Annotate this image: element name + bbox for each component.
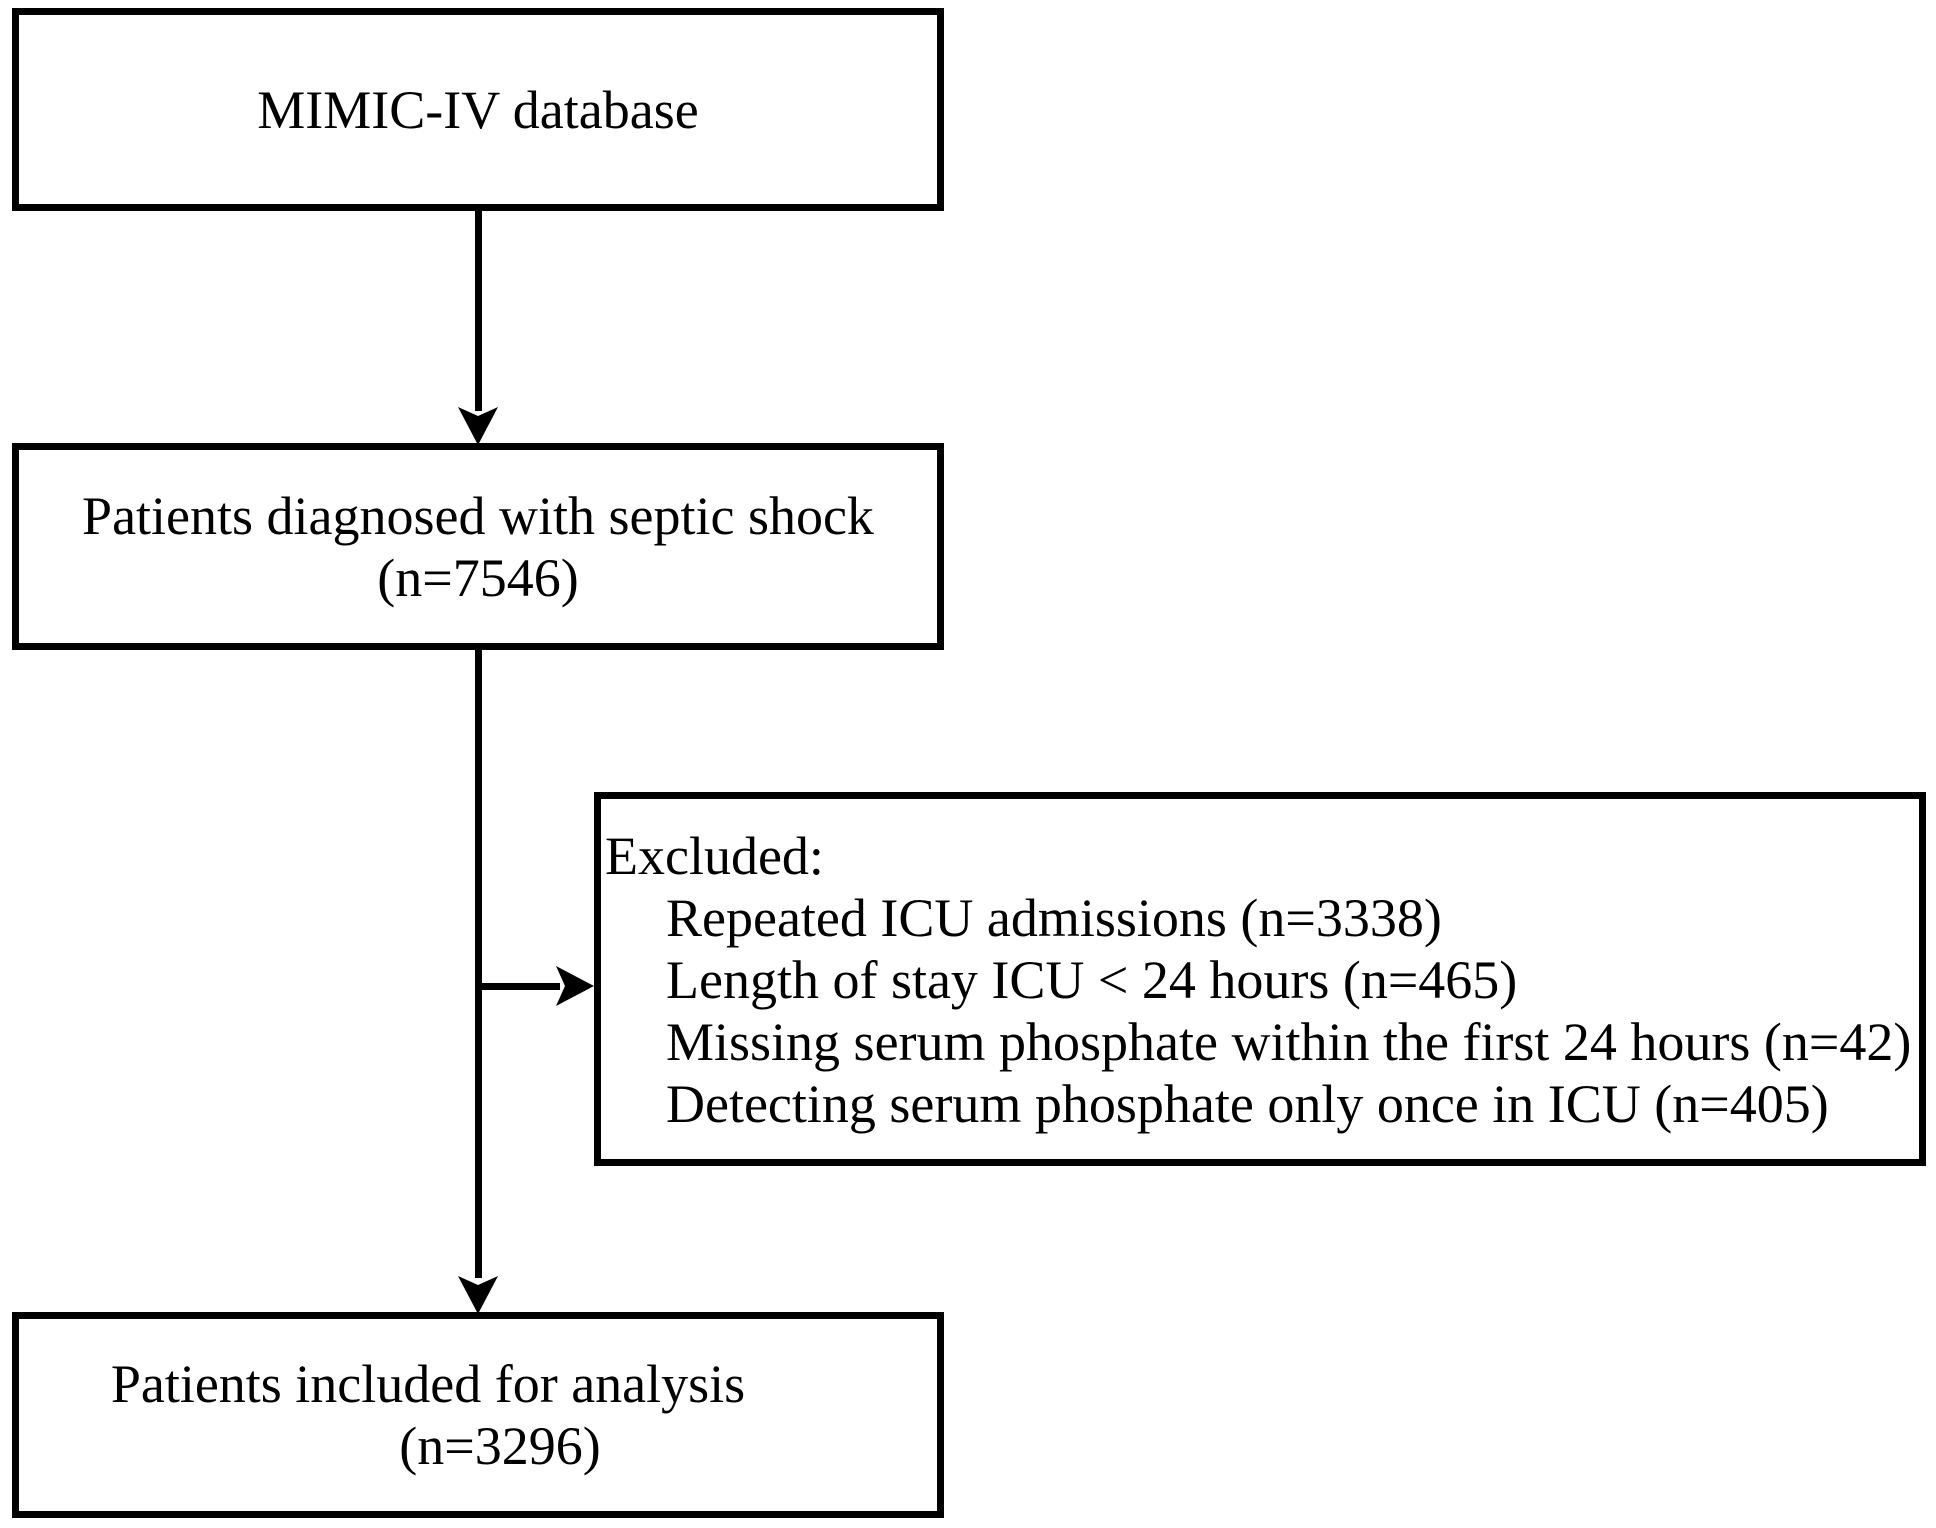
- connector-database-to-septic: [475, 211, 482, 411]
- node-mimic-database: MIMIC-IV database: [12, 8, 944, 211]
- node-excluded: Excluded: Repeated ICU admissions (n=333…: [594, 792, 1926, 1166]
- excluded-item-single-phosphate: Detecting serum phosphate only once in I…: [666, 1074, 1829, 1134]
- right-arrowhead-icon: [556, 966, 594, 1006]
- down-arrowhead-icon: [458, 1276, 498, 1314]
- node-included-analysis: Patients included for analysis (n=3296): [12, 1312, 944, 1518]
- node-septic-shock: Patients diagnosed with septic shock (n=…: [12, 443, 944, 650]
- excluded-item-repeated-admissions: Repeated ICU admissions (n=3338): [666, 888, 1442, 948]
- connector-septic-to-included: [475, 650, 482, 1278]
- excluded-heading: Excluded:: [605, 826, 824, 886]
- node-label: MIMIC-IV database: [257, 79, 699, 140]
- node-label: Patients diagnosed with septic shock: [82, 485, 874, 546]
- node-count: (n=3296): [399, 1416, 601, 1476]
- connector-branch-to-excluded: [478, 983, 560, 990]
- down-arrowhead-icon: [458, 407, 498, 445]
- excluded-item-missing-phosphate: Missing serum phosphate within the first…: [666, 1012, 1912, 1072]
- node-label: Patients included for analysis: [110, 1354, 746, 1414]
- node-count: (n=7546): [377, 547, 579, 608]
- excluded-item-short-stay: Length of stay ICU < 24 hours (n=465): [666, 950, 1518, 1010]
